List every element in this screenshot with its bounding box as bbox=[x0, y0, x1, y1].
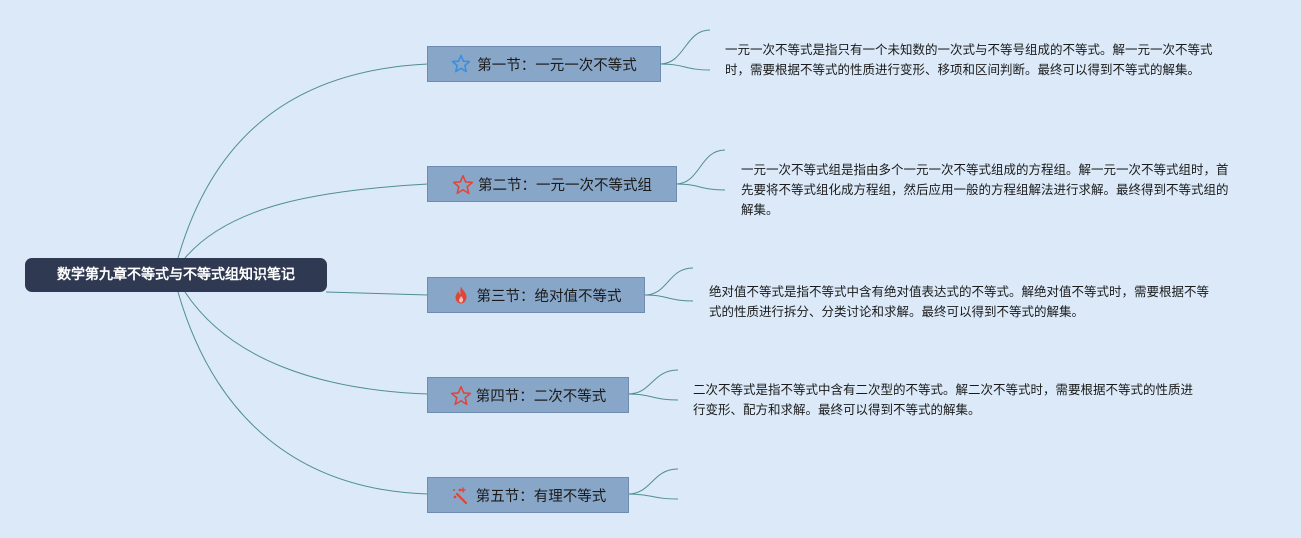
topic-section-3[interactable]: 第三节：绝对值不等式 bbox=[427, 277, 645, 313]
topic-section-1-label: 第一节：一元一次不等式 bbox=[477, 57, 637, 74]
bracket-section-2 bbox=[675, 149, 726, 191]
topic-section-2[interactable]: 第二节：一元一次不等式组 bbox=[427, 166, 677, 202]
connector-root-section-5 bbox=[177, 291, 429, 495]
topic-section-3-label: 第三节：绝对值不等式 bbox=[476, 288, 622, 305]
note-section-3: 绝对值不等式是指不等式中含有绝对值表达式的不等式。解绝对值不等式时，需要根据不等… bbox=[709, 284, 1210, 319]
star-outline-red-icon bbox=[450, 385, 471, 406]
connector-root-section-3 bbox=[325, 291, 429, 296]
star-outline-blue-icon bbox=[451, 54, 471, 74]
root-topic[interactable]: 数学第九章不等式与不等式组知识笔记 bbox=[25, 258, 327, 292]
topic-section-5-label: 第五节：有理不等式 bbox=[475, 488, 607, 505]
connector-root-section-1 bbox=[177, 63, 429, 259]
topic-section-1[interactable]: 第一节：一元一次不等式 bbox=[427, 46, 661, 82]
topic-section-4[interactable]: 第四节：二次不等式 bbox=[427, 377, 629, 413]
note-section-4: 二次不等式是指不等式中含有二次型的不等式。解二次不等式时，需要根据不等式的性质进… bbox=[693, 382, 1194, 417]
root-title: 数学第九章不等式与不等式组知识笔记 bbox=[57, 267, 295, 283]
bracket-section-4 bbox=[627, 369, 679, 401]
fire-icon bbox=[451, 285, 471, 305]
star-outline-red-icon bbox=[452, 174, 474, 195]
topic-section-5[interactable]: 第五节：有理不等式 bbox=[427, 477, 629, 513]
topic-section-4-label: 第四节：二次不等式 bbox=[475, 388, 607, 405]
note-section-2: 一元一次不等式组是指由多个一元一次不等式组成的方程组。解一元一次不等式组时，首先… bbox=[741, 162, 1229, 217]
bracket-section-3 bbox=[644, 267, 694, 302]
bracket-section-1 bbox=[659, 29, 711, 71]
connector-root-section-2 bbox=[184, 183, 429, 259]
topic-section-2-label: 第二节：一元一次不等式组 bbox=[478, 177, 652, 194]
connector-root-section-4 bbox=[184, 291, 429, 395]
note-section-1: 一元一次不等式是指只有一个未知数的一次式与不等号组成的不等式。解一元一次不等式时… bbox=[725, 42, 1213, 77]
magic-wand-icon bbox=[450, 485, 470, 505]
bracket-section-5 bbox=[627, 468, 679, 500]
